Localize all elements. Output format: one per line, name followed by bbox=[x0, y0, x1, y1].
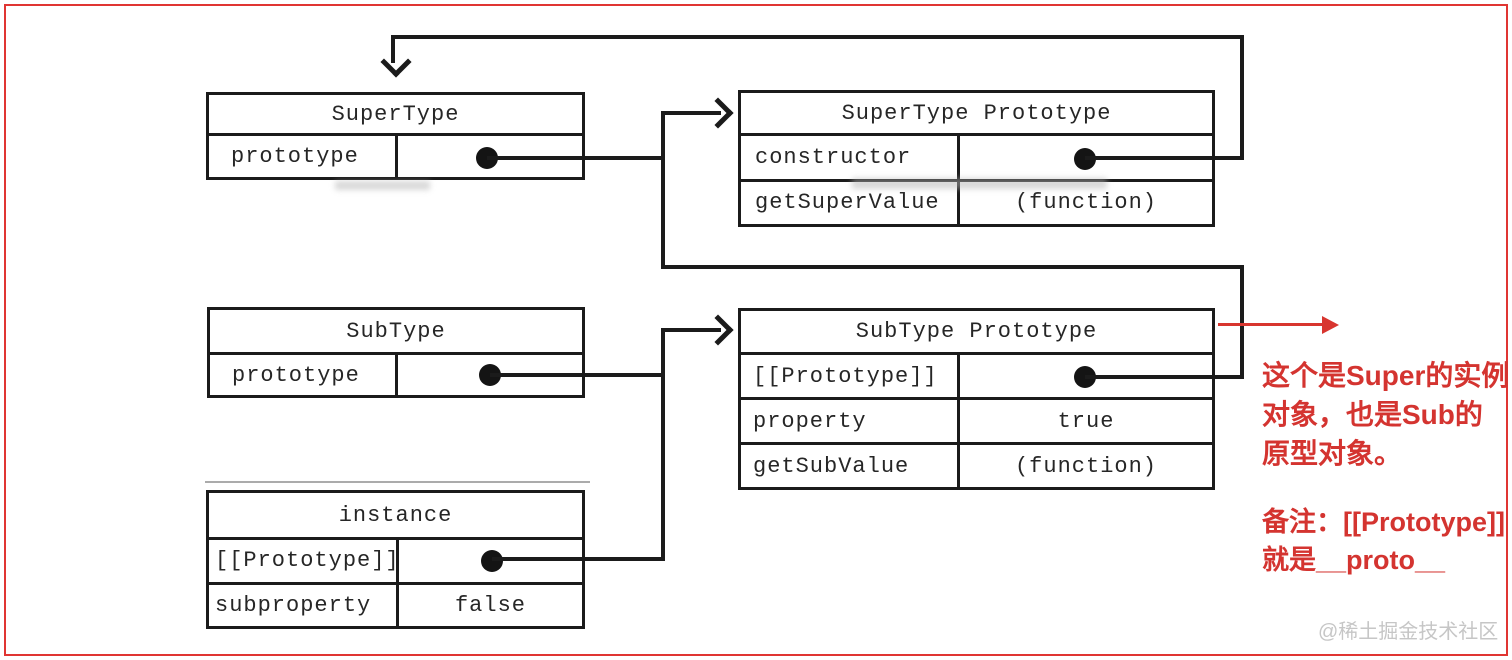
row-key: prototype bbox=[210, 355, 398, 395]
row-value: (function) bbox=[1014, 453, 1158, 479]
table-row: getSuperValue (function) bbox=[741, 181, 1212, 224]
note-remark: 备注：[[Prototype]] 就是__proto__ bbox=[1262, 503, 1505, 579]
table-row: prototype bbox=[210, 355, 582, 395]
note-line: 备注：[[Prototype]] bbox=[1262, 507, 1505, 537]
artifact-smudge bbox=[852, 178, 1107, 189]
wire-left-vertical-top bbox=[391, 35, 395, 63]
row-key: [[Prototype]] bbox=[209, 540, 399, 582]
arrowhead-into-subtype-prototype-icon bbox=[702, 314, 734, 346]
note-instance-explanation: 这个是Super的实例 对象，也是Sub的 原型对象。 bbox=[1262, 356, 1509, 473]
row-key: getSubValue bbox=[741, 445, 960, 487]
note-line: 对象，也是Sub的 bbox=[1262, 399, 1483, 430]
box-title: SubType bbox=[210, 310, 582, 355]
row-value: true bbox=[1057, 408, 1115, 434]
wire-trunk-a-vertical bbox=[661, 111, 665, 269]
wire-mid-horizontal bbox=[661, 265, 1244, 269]
wire-right-vertical-top bbox=[1240, 35, 1244, 160]
supertype-box: SuperType prototype bbox=[206, 92, 585, 180]
wire-top-horizontal bbox=[391, 35, 1244, 39]
note-line: 这个是Super的实例 bbox=[1262, 360, 1510, 391]
table-row: [[Prototype]] bbox=[209, 540, 582, 585]
row-key: getSuperValue bbox=[741, 181, 960, 224]
note-line: 就是__proto__ bbox=[1262, 545, 1446, 575]
row-value: false bbox=[454, 592, 526, 618]
wire-trunk-b-vertical bbox=[661, 328, 665, 561]
wire-subtype-proto-h bbox=[490, 373, 665, 377]
artifact-smudge bbox=[335, 181, 430, 190]
instance-box: instance [[Prototype]] subproperty false bbox=[206, 490, 585, 629]
box-title: SubType Prototype bbox=[741, 311, 1212, 355]
box-title: instance bbox=[209, 493, 582, 540]
note-line: 原型对象。 bbox=[1262, 438, 1403, 469]
arrowhead-into-supertype-prototype-icon bbox=[702, 97, 734, 129]
wire-supertype-proto-h bbox=[487, 156, 665, 160]
subtype-prototype-box: SubType Prototype [[Prototype]] property… bbox=[738, 308, 1215, 490]
row-key: subproperty bbox=[209, 584, 399, 626]
table-row: property true bbox=[741, 400, 1212, 445]
faint-divider-line bbox=[205, 481, 590, 483]
table-row: subproperty false bbox=[209, 584, 582, 626]
wire-constructor-h bbox=[1085, 156, 1242, 160]
row-key: [[Prototype]] bbox=[741, 355, 960, 397]
row-value: (function) bbox=[1014, 190, 1158, 216]
row-key: property bbox=[741, 400, 960, 442]
wire-right-vertical-low bbox=[1240, 265, 1244, 379]
table-row: getSubValue (function) bbox=[741, 445, 1212, 487]
wire-into-superproto-h bbox=[663, 111, 721, 115]
row-key: constructor bbox=[741, 136, 960, 179]
red-annotation-arrow-line bbox=[1218, 323, 1324, 326]
wire-instance-proto-h bbox=[492, 557, 665, 561]
wire-subtypeproto-proto-h bbox=[1085, 375, 1242, 379]
row-key: prototype bbox=[209, 136, 398, 177]
table-row: [[Prototype]] bbox=[741, 355, 1212, 400]
table-row: prototype bbox=[209, 136, 582, 177]
box-title: SuperType bbox=[209, 95, 582, 136]
wire-into-subproto-h bbox=[663, 328, 721, 332]
box-title: SuperType Prototype bbox=[741, 93, 1212, 136]
arrowhead-into-supertype-icon bbox=[380, 46, 412, 78]
pointer-dot-instance-prototype bbox=[481, 550, 503, 572]
watermark: @稀土掘金技术社区 bbox=[1318, 621, 1499, 643]
red-annotation-arrowhead-icon bbox=[1322, 316, 1339, 334]
subtype-box: SubType prototype bbox=[207, 307, 585, 398]
